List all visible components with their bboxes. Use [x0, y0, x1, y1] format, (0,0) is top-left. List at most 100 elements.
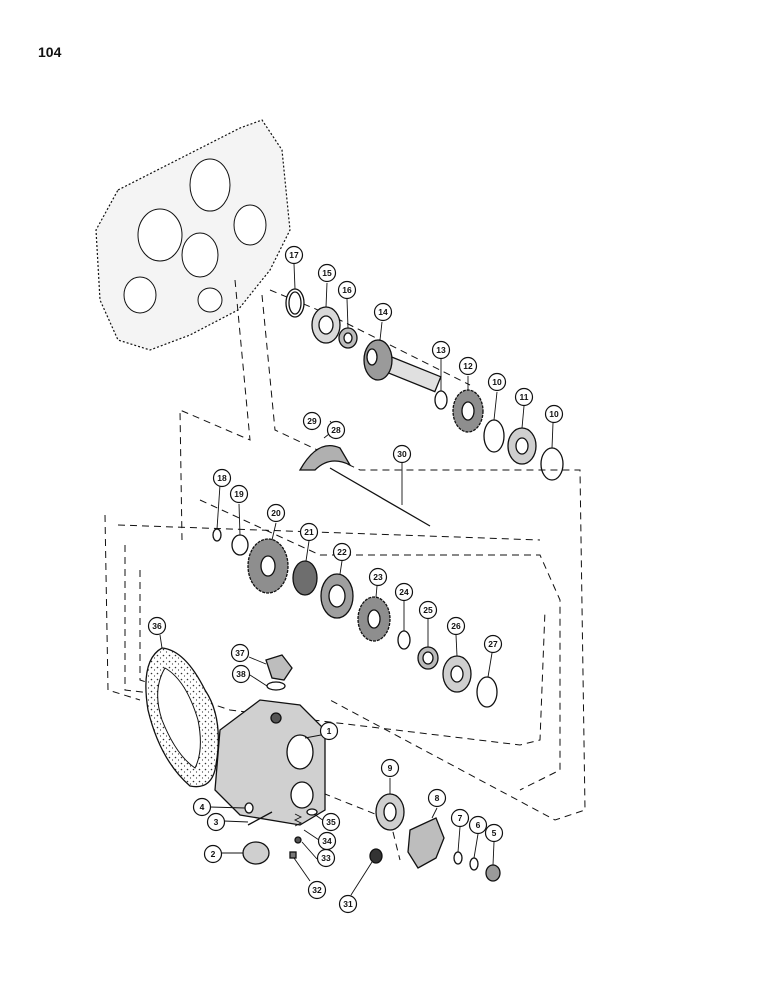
- part-21-gear: [292, 560, 318, 596]
- callout-circle: [231, 664, 251, 684]
- callout-circle: [307, 880, 327, 900]
- callout-number: 11: [520, 392, 529, 402]
- callout-c1: 1: [319, 721, 339, 741]
- callout-c11: 11: [514, 387, 534, 407]
- callout-c10a: 10: [487, 372, 507, 392]
- part-2-cover-plug: [242, 841, 270, 865]
- part-28-shift-fork: [298, 444, 352, 471]
- part-17-snap-ring: [285, 288, 305, 318]
- callout-c8: 8: [427, 788, 447, 808]
- callout-circle: [284, 245, 304, 265]
- callout-c33: 33: [316, 848, 336, 868]
- callout-number: 29: [307, 416, 317, 426]
- callout-number: 5: [492, 828, 497, 838]
- callout-circle: [299, 522, 319, 542]
- transmission-housing-plate: [95, 119, 291, 351]
- callout-circle: [487, 372, 507, 392]
- callout-c29: 29: [302, 411, 322, 431]
- callout-circle: [337, 280, 357, 300]
- callout-circle: [317, 831, 337, 851]
- part-7-washer: [453, 851, 463, 865]
- callout-c30: 30: [392, 444, 412, 464]
- callout-circle: [380, 758, 400, 778]
- callout-c10b: 10: [544, 404, 564, 424]
- callout-circle: [317, 263, 337, 283]
- page-number: 104: [38, 44, 62, 60]
- callout-c27: 27: [483, 634, 503, 654]
- callout-c21: 21: [299, 522, 319, 542]
- callout-circle: [427, 788, 447, 808]
- callout-c24: 24: [394, 582, 414, 602]
- callout-number: 3: [214, 817, 219, 827]
- part-37-elbow-fitting: [265, 654, 293, 681]
- part-19-washer: [231, 534, 249, 556]
- callout-number: 18: [217, 473, 227, 483]
- callout-circle: [394, 582, 414, 602]
- callout-number: 14: [378, 307, 388, 317]
- callout-number: 27: [488, 639, 498, 649]
- callout-circle: [212, 468, 232, 488]
- callout-number: 8: [435, 793, 440, 803]
- callout-circle: [468, 815, 488, 835]
- callout-circle: [373, 302, 393, 322]
- callout-number: 25: [423, 605, 433, 615]
- callout-c19: 19: [229, 484, 249, 504]
- callout-c13: 13: [431, 340, 451, 360]
- callout-c26: 26: [446, 616, 466, 636]
- part-23-gear: [357, 596, 391, 642]
- callout-c18: 18: [212, 468, 232, 488]
- part-3-bolt: [247, 811, 273, 826]
- callout-number: 36: [152, 621, 162, 631]
- callout-circle: [230, 643, 250, 663]
- part-36-gasket: [145, 647, 219, 788]
- callout-circle: [203, 844, 223, 864]
- callout-circle: [332, 542, 352, 562]
- callout-number: 33: [321, 853, 331, 863]
- callout-circle: [206, 812, 226, 832]
- part-22-synchronizer: [320, 573, 354, 619]
- part-10-snap-ring-outer: [540, 447, 564, 481]
- part-6-washer: [469, 857, 479, 871]
- callout-number: 12: [463, 361, 473, 371]
- part-5-nut: [485, 864, 501, 882]
- callout-number: 4: [200, 802, 205, 812]
- callout-circle: [483, 634, 503, 654]
- part-26-bearing: [442, 655, 472, 693]
- callout-c2: 2: [203, 844, 223, 864]
- callout-number: 37: [235, 648, 245, 658]
- part-11-bearing: [507, 427, 537, 465]
- part-9-oil-seal: [375, 793, 405, 831]
- callout-number: 6: [476, 820, 481, 830]
- callout-number: 22: [337, 547, 347, 557]
- leader-lines: [159, 263, 554, 896]
- callout-number: 34: [322, 836, 332, 846]
- callout-c5: 5: [484, 823, 504, 843]
- callout-number: 2: [211, 849, 216, 859]
- part-16-spacer: [338, 327, 358, 349]
- callout-number: 24: [399, 587, 409, 597]
- callout-circle: [302, 411, 322, 431]
- callout-number: 15: [322, 268, 332, 278]
- callout-circle: [484, 823, 504, 843]
- callout-circle: [321, 812, 341, 832]
- callout-number: 32: [312, 885, 322, 895]
- part-35-snap-ring: [306, 808, 318, 816]
- callout-c32: 32: [307, 880, 327, 900]
- callout-circle: [418, 600, 438, 620]
- callout-c38: 38: [231, 664, 251, 684]
- callout-c23: 23: [368, 567, 388, 587]
- part-25-spacer: [417, 646, 439, 670]
- part-31-oil-seal: [369, 848, 383, 864]
- callout-circle: [338, 894, 358, 914]
- callout-number: 23: [373, 572, 383, 582]
- callout-circle: [431, 340, 451, 360]
- callout-c28: 28: [326, 420, 346, 440]
- callout-layer: 1234567891010111213141516171819202122232…: [147, 245, 564, 914]
- callout-number: 19: [234, 489, 244, 499]
- callout-number: 7: [458, 813, 463, 823]
- part-13-snap-ring: [434, 390, 448, 410]
- callout-circle: [147, 616, 167, 636]
- part-38-o-ring: [266, 681, 286, 691]
- callout-number: 28: [331, 425, 341, 435]
